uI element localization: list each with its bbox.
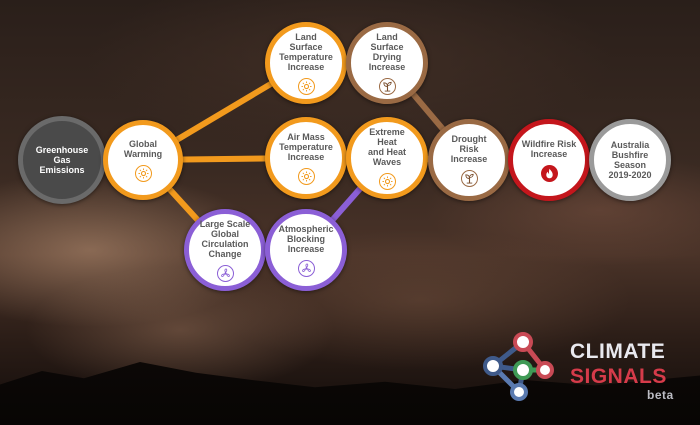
fan-icon (216, 264, 234, 282)
node-label: Global Warming (123, 138, 163, 159)
plant-icon (378, 77, 396, 95)
node-label: Greenhouse Gas Emissions (35, 145, 89, 175)
node-label: Land Surface Drying Increase (368, 31, 406, 72)
node-label: Drought Risk Increase (450, 133, 488, 164)
node-wildfire[interactable]: Wildfire Risk Increase (508, 119, 590, 201)
node-lsd[interactable]: Land Surface Drying Increase (346, 22, 428, 104)
plant-icon (460, 169, 478, 187)
node-label: Wildfire Risk Increase (521, 138, 577, 159)
node-label: Extreme Heat and Heat Waves (367, 126, 406, 167)
node-label: Land Surface Temperature Increase (279, 31, 333, 72)
node-gw[interactable]: Global Warming (103, 120, 183, 200)
node-label: Large Scale Global Circulation Change (199, 218, 251, 259)
sun-icon (378, 172, 396, 190)
logo-network-icon (483, 332, 554, 401)
logo-text-signals: SIGNALS (570, 365, 667, 388)
node-lsgcc[interactable]: Large Scale Global Circulation Change (184, 209, 266, 291)
logo-text-beta: beta (647, 388, 674, 402)
node-abi[interactable]: Atmospheric Blocking Increase (265, 209, 347, 291)
fire-icon (540, 164, 558, 182)
fan-icon (297, 259, 315, 277)
node-drought[interactable]: Drought Risk Increase (428, 119, 510, 201)
climate-signals-logo (483, 332, 554, 401)
node-label: Australia Bushfire Season 2019-2020 (608, 140, 652, 180)
sun-icon (297, 77, 315, 95)
sun-icon (134, 164, 152, 182)
sun-icon (297, 167, 315, 185)
node-ehw[interactable]: Extreme Heat and Heat Waves (346, 117, 428, 199)
logo-text-climate: CLIMATE (570, 340, 666, 363)
node-label: Atmospheric Blocking Increase (278, 223, 334, 254)
node-ghg[interactable]: Greenhouse Gas Emissions (18, 116, 106, 204)
node-label: Air Mass Temperature Increase (279, 131, 333, 162)
node-amt[interactable]: Air Mass Temperature Increase (265, 117, 347, 199)
node-lst[interactable]: Land Surface Temperature Increase (265, 22, 347, 104)
node-bushfire[interactable]: Australia Bushfire Season 2019-2020 (589, 119, 671, 201)
